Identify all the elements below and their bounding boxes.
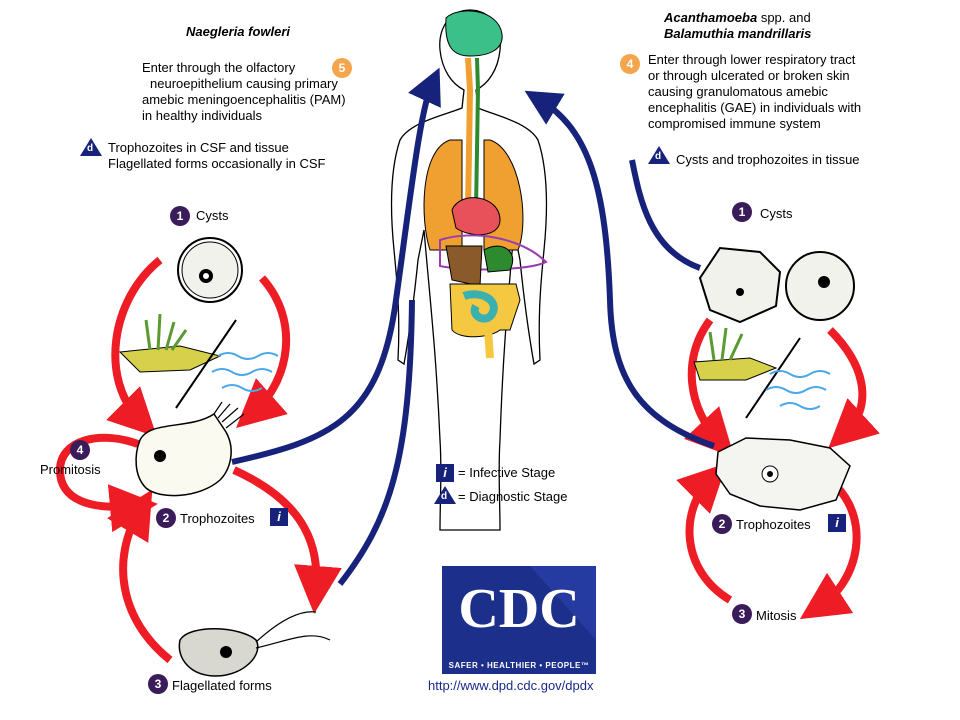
left-flag-label: Flagellated forms: [172, 678, 272, 693]
right-troph-label: Trophozoites: [736, 517, 811, 532]
right-troph-num: 2: [712, 514, 732, 534]
right-infective-icon: i: [828, 514, 846, 532]
left-flag-num: 3: [148, 674, 168, 694]
cdc-logo-text: CDC: [458, 578, 580, 640]
legend-infective-label: = Infective Stage: [458, 465, 556, 480]
right-diagnostic-icon: d: [648, 146, 670, 164]
left-troph-num: 2: [156, 508, 176, 528]
left-entry-line-1: Enter through the olfactory: [142, 60, 296, 75]
left-cysts-num: 1: [170, 206, 190, 226]
right-cysts: [698, 246, 855, 324]
left-diagnostic-symbol: d: [87, 143, 94, 154]
legend-infective-icon: i: [436, 464, 454, 482]
right-diagnostic-symbol: d: [655, 151, 662, 162]
right-entry-line-1: Enter through lower respiratory tract: [648, 52, 856, 67]
left-red-arrows: [55, 256, 342, 664]
cdc-logo-tagline: SAFER • HEALTHIER • PEOPLE™: [448, 661, 590, 670]
left-promitosis-num: 4: [70, 440, 90, 460]
right-title-a: Acanthamoeba: [664, 10, 758, 25]
right-entry-line-3: causing granulomatous amebic: [648, 84, 828, 99]
legend-diagnostic-icon: d: [434, 486, 456, 504]
right-title-a-suffix: spp. and: [757, 10, 811, 25]
right-entry-line-5: compromised immune system: [648, 116, 821, 131]
left-trophozoite: [135, 401, 245, 497]
right-mitosis-label: Mitosis: [756, 608, 797, 623]
left-entry-line-2: neuroepithelium causing primary: [150, 76, 338, 91]
left-title: Naegleria fowleri: [186, 24, 291, 39]
right-entry-line-2: or through ulcerated or broken skin: [648, 68, 850, 83]
right-entry-line-4: encephalitis (GAE) in individuals with: [648, 100, 862, 115]
left-diagnostic-icon: d: [80, 138, 102, 156]
blue-arrows: [231, 67, 715, 586]
right-title-line-1: Acanthamoeba spp. and: [664, 10, 811, 26]
left-diag-line-1: Trophozoites in CSF and tissue: [108, 140, 289, 155]
left-infective-icon: i: [270, 508, 288, 526]
right-mitosis-num: 3: [732, 604, 752, 624]
legend-diagnostic-label: = Diagnostic Stage: [458, 489, 568, 504]
left-entry-line-3: amebic meningoencephalitis (PAM): [142, 92, 346, 107]
right-cysts-label: Cysts: [760, 206, 793, 221]
legend-diagnostic-symbol: d: [441, 491, 448, 502]
right-diag-text: Cysts and trophozoites in tissue: [676, 152, 860, 167]
left-entry-line-4: in healthy individuals: [142, 108, 262, 123]
human-body: [390, 9, 548, 531]
right-red-arrows: [676, 317, 880, 620]
cdc-url-link[interactable]: http://www.dpd.cdc.gov/dpdx: [428, 678, 594, 693]
right-entry-step-num: 4: [620, 54, 640, 74]
right-title-b: Balamuthia mandrillaris: [664, 26, 812, 41]
left-entry-step-num: 5: [332, 58, 352, 78]
left-promitosis-label: Promitosis: [40, 462, 101, 477]
left-cysts-label: Cysts: [196, 208, 229, 223]
left-flagellate: [178, 611, 331, 677]
cdc-logo-graphic: [442, 566, 596, 674]
left-troph-label: Trophozoites: [180, 511, 255, 526]
left-environment: [118, 313, 279, 409]
left-diag-line-2: Flagellated forms occasionally in CSF: [108, 156, 326, 171]
right-environment: [693, 327, 831, 419]
left-cyst: [177, 237, 243, 303]
right-cysts-num: 1: [732, 202, 752, 222]
right-trophozoite: [715, 437, 851, 511]
